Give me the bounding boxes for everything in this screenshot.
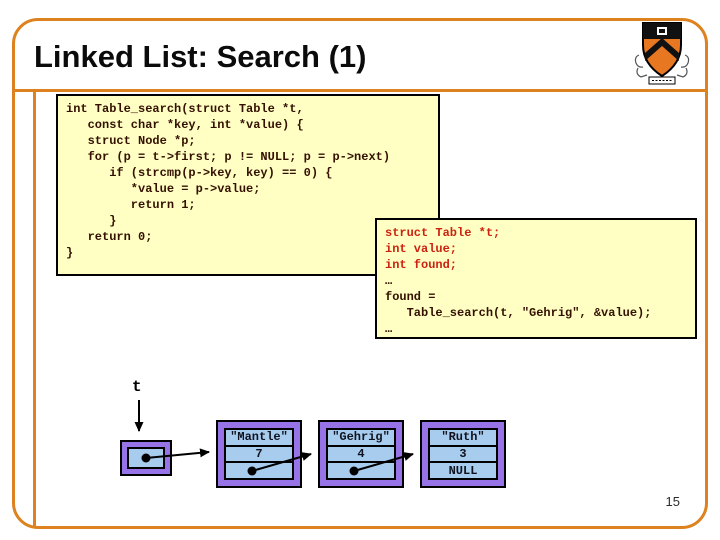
head-pointer-cell <box>127 447 165 469</box>
node-next-null-cell: NULL <box>428 461 498 481</box>
list-node-mantle: "Mantle" 7 <box>216 420 302 488</box>
list-node-gehrig: "Gehrig" 4 <box>318 420 404 488</box>
caller-declarations-code: struct Table *t; int value; int found; <box>385 226 501 272</box>
node-inner: "Ruth" 3 NULL <box>428 428 498 481</box>
page-title: Linked List: Search (1) <box>34 39 367 74</box>
pointer-label-t: t <box>132 378 142 396</box>
shield-chevron <box>645 38 679 61</box>
princeton-shield-logo <box>634 22 690 85</box>
list-node-ruth: "Ruth" 3 NULL <box>420 420 506 488</box>
shield-banner <box>648 76 676 85</box>
logo-curl-left-lower <box>636 67 648 78</box>
logo-curl-right <box>680 54 690 68</box>
logo-curl-left <box>634 54 644 68</box>
slide-frame <box>12 18 708 529</box>
caller-call-code: … found = Table_search(t, "Gehrig", &val… <box>385 274 652 336</box>
node-inner: "Gehrig" 4 <box>326 428 396 481</box>
head-pointer-box <box>120 440 172 476</box>
logo-curl-right-lower <box>676 67 688 78</box>
page-number: 15 <box>665 494 680 509</box>
table-search-code: int Table_search(struct Table *t, const … <box>66 102 391 260</box>
title-divider-line <box>12 89 708 92</box>
shield-book-inner <box>659 29 665 33</box>
node-inner: "Mantle" 7 <box>224 428 294 481</box>
caller-code-box: struct Table *t; int value; int found; …… <box>375 218 697 339</box>
body-left-line <box>33 89 36 526</box>
node-next-cell <box>224 461 294 481</box>
node-next-cell <box>326 461 396 481</box>
